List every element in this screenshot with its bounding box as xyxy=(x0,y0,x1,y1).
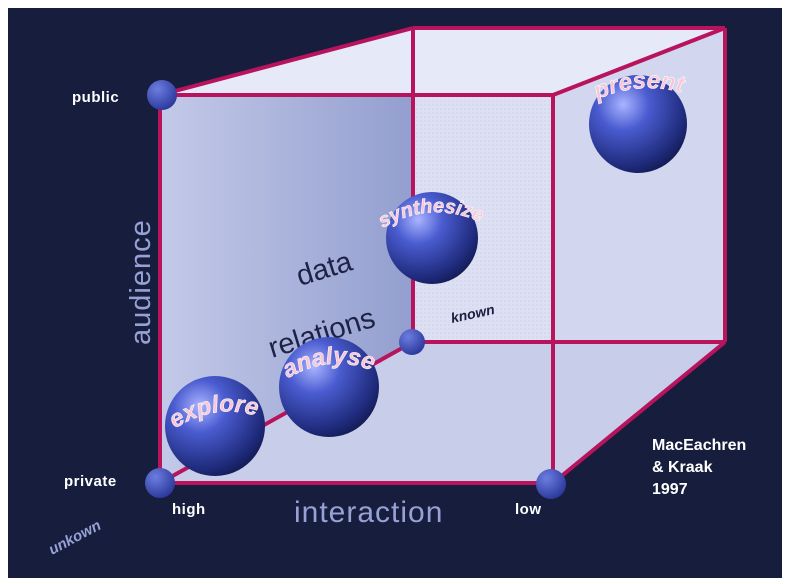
explore-sphere: explore xyxy=(164,376,265,476)
analyse-sphere: analyse xyxy=(278,337,379,437)
cube-bottom-face xyxy=(160,342,725,483)
credit-line-1: MacEachren xyxy=(652,437,746,454)
known-node xyxy=(399,329,425,355)
private-label: private xyxy=(64,473,117,490)
cube-top-face xyxy=(160,28,725,95)
credit: MacEachren & Kraak 1997 xyxy=(652,437,746,498)
present-sphere: present xyxy=(589,67,688,173)
public-node xyxy=(147,80,177,110)
interaction-axis-label: interaction xyxy=(294,496,443,529)
public-label: public xyxy=(72,89,119,106)
high-label: high xyxy=(172,501,206,518)
synthesize-sphere: synthesize xyxy=(374,192,487,284)
credit-line-3: 1997 xyxy=(652,481,688,498)
audience-axis-label: audience xyxy=(125,219,157,345)
low-node xyxy=(536,469,566,499)
low-label: low xyxy=(515,501,542,518)
credit-line-2: & Kraak xyxy=(652,459,713,476)
private-node xyxy=(145,468,175,498)
